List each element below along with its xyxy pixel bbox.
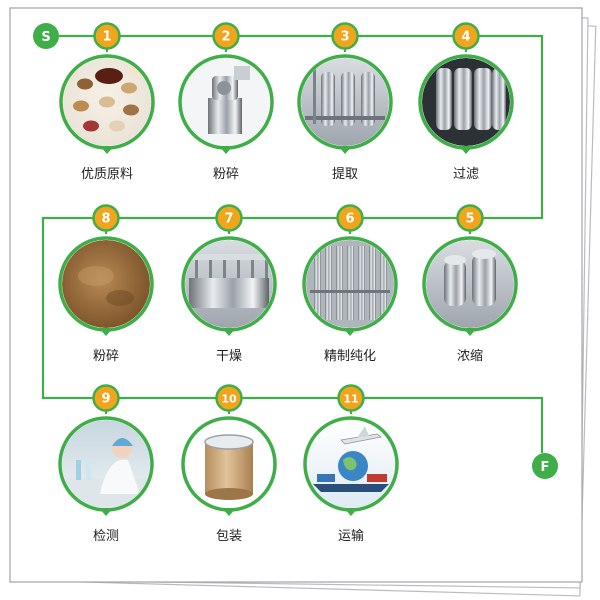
process-step: 1 优质原料 [59, 22, 155, 182]
step-number: 10 [221, 393, 237, 406]
process-step: 11 运输 [303, 384, 399, 544]
step-photo-shipping-transport-photo [303, 416, 399, 516]
step-number-badge [92, 204, 120, 232]
step-label: 检测 [93, 529, 119, 544]
step-number: 9 [101, 392, 110, 407]
step-label: 优质原料 [81, 167, 133, 182]
step-number-badge [93, 22, 121, 50]
process-step: 5 浓缩 [422, 204, 518, 364]
step-label: 粉碎 [93, 349, 119, 364]
step-number: 5 [465, 212, 474, 227]
step-photo-lab-testing-photo [58, 416, 154, 516]
step-number-badge [456, 204, 484, 232]
step-number: 11 [343, 393, 358, 406]
step-pointer [219, 146, 233, 154]
step-number-badge [92, 384, 120, 412]
process-step: 9 检测 [58, 384, 154, 544]
step-label: 浓缩 [457, 348, 483, 364]
process-step: 10 包装 [181, 384, 277, 544]
step-label: 包装 [216, 529, 242, 544]
step-number: 2 [221, 30, 230, 45]
step-pointer [222, 508, 236, 516]
process-step: 2 粉碎 [178, 22, 274, 182]
step-photo-dryer-equipment-photo [181, 236, 277, 336]
step-number: 4 [461, 30, 470, 45]
step-label: 过滤 [453, 167, 479, 182]
start-terminal-label: S [41, 30, 50, 45]
step-pointer [344, 508, 358, 516]
step-photo-extraction-plant-photo [297, 54, 393, 154]
step-label: 粉碎 [213, 167, 239, 182]
process-step: 6 精制纯化 [302, 204, 398, 364]
process-step: 4 过滤 [418, 22, 514, 182]
step-label: 运输 [338, 528, 364, 544]
step-label: 干燥 [216, 349, 242, 364]
flow-line [41, 34, 544, 453]
step-pointer [343, 328, 357, 336]
step-pointer [99, 328, 113, 336]
step-photo-grinder-machine-photo [178, 54, 274, 154]
step-number: 8 [101, 212, 110, 227]
step-photo-fiber-drum-photo [181, 416, 277, 516]
step-pointer [463, 328, 477, 336]
flow-connector-path [41, 34, 544, 453]
step-photo-herbs-photo [59, 54, 155, 154]
step-number-badge [212, 22, 240, 50]
step-photo-purification-columns-photo [302, 236, 398, 336]
step-photo-brown-powder-photo [58, 236, 154, 336]
step-number: 6 [345, 212, 354, 227]
step-number-badge [215, 384, 243, 412]
step-pointer [338, 146, 352, 154]
step-label: 提取 [332, 166, 358, 182]
step-number: 7 [224, 212, 233, 227]
start-terminal: S [33, 23, 59, 49]
step-pointer [459, 146, 473, 154]
step-pointer [99, 508, 113, 516]
step-photo-filter-tanks-photo [418, 54, 514, 154]
step-number: 3 [340, 30, 349, 45]
step-pointer [100, 146, 114, 154]
step-number-badge [452, 22, 480, 50]
process-step: 8 粉碎 [58, 204, 154, 364]
process-step: 7 干燥 [181, 204, 277, 364]
end-terminal-label: F [541, 460, 550, 475]
end-terminal: F [532, 453, 558, 479]
step-number-badge [336, 204, 364, 232]
step-number-badge [331, 22, 359, 50]
process-step: 3 提取 [297, 22, 393, 182]
step-number-badge [337, 384, 365, 412]
step-number: 1 [102, 30, 111, 45]
step-photo-concentrator-photo [422, 236, 518, 336]
step-pointer [222, 328, 236, 336]
step-label: 精制纯化 [324, 349, 376, 364]
step-number-badge [215, 204, 243, 232]
